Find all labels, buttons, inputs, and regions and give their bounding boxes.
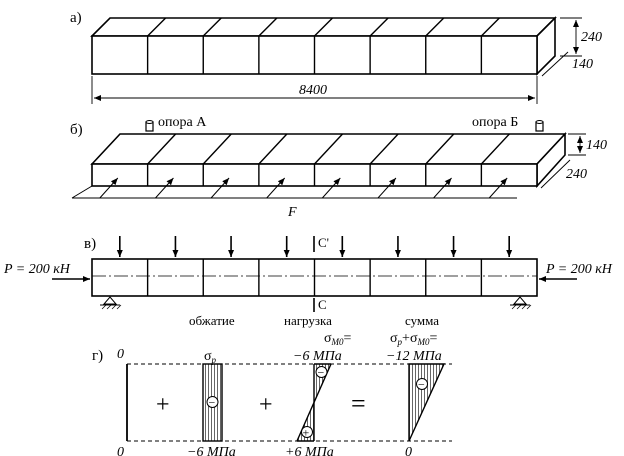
equals-sign: = [351,389,366,418]
panel-a-label: а) [70,10,82,26]
distributed-force-arrow [377,177,397,199]
block-joint-top [202,17,222,37]
beam-b-block-joints [146,133,510,186]
section-c-prime-label: C' [318,235,329,250]
block-joint-top [369,17,389,37]
dim-a-length-text: 8400 [299,83,327,98]
distributed-force-arrow [155,177,174,199]
support-right-icon [510,296,532,310]
zero-bottom-label: 0 [117,445,124,456]
dim-b-depth-text: 240 [566,167,587,182]
svg-text:+: + [303,426,310,440]
panel-b-label: б) [70,122,83,138]
bending-plus-mark [301,426,313,438]
sum-bottom-zero: 0 [405,445,412,456]
block-joint-top [314,17,333,37]
load-value: −6 МПа [293,349,342,364]
bending-minus-mark [315,366,328,378]
beam-a-block-joints [146,17,500,74]
force-f-label: F [287,205,297,220]
sum-minus-mark [416,378,428,390]
block-joint-top [258,133,288,165]
sigma-p-label: σp [204,349,217,365]
plus-sign-1: + [156,392,170,418]
panel-a: а) 240 140 8400 [70,10,602,104]
svg-text:−: − [209,396,216,410]
block-joint-top [480,17,500,37]
dim-a-depth-text: 140 [572,57,593,72]
tension-value: +6 МПа [285,445,334,456]
plus-sign-2: + [259,392,273,418]
sum-value: −12 МПа [386,349,442,364]
panel-b: б) опора А опора Б 140 240 F [70,115,607,220]
zero-top-label: 0 [117,347,124,362]
sum-stress-epure [408,363,446,442]
distributed-force-arrow [266,177,286,199]
support-a-label: опора А [158,115,207,130]
caption-sum: сумма [405,313,439,328]
block-joint-top [480,133,510,165]
dim-a-depth-line [541,51,569,77]
block-joint-top [147,133,177,165]
distributed-force-arrow [321,177,341,199]
block-joint-top [202,133,232,165]
panel-g: г) σM0= σp+σM0= σp −6 МПа −12 МПа 0 0 + … [92,331,452,456]
block-joint-top [147,17,167,37]
block-joint-top [425,133,455,165]
beam-v-load-arrows [116,236,513,257]
caption-compression: обжатие [189,313,235,328]
distributed-force-arrow [210,177,230,199]
section-c-label: C [318,297,327,312]
svg-text:−: − [418,378,425,392]
caption-load: нагрузка [284,313,332,328]
block-joint-top [258,17,278,37]
compression-minus-mark [206,396,219,408]
force-p-right-label: P = 200 кН [545,262,613,277]
panel-v-label: в) [84,236,96,252]
beam-v-block-joints [146,259,483,296]
dim-b-height-text: 140 [586,138,607,153]
distributed-force-arrow [433,177,452,199]
support-left-icon [100,296,122,310]
svg-text:−: − [318,366,325,380]
block-joint-top [313,133,344,165]
panel-v: в) C' C P = 200 кН P = 200 кН [3,235,613,328]
dim-a-height-text: 240 [581,30,602,45]
load-formula: σM0= [324,331,352,347]
block-joint-top [425,17,445,37]
distributed-force-arrow [488,177,508,199]
beam-b-force-arrows [71,177,517,199]
panel-g-label: г) [92,348,103,364]
support-b-label: опора Б [472,115,518,130]
block-joint-top [369,133,399,165]
distributed-force-arrow [99,177,119,199]
force-p-left-label: P = 200 кН [3,262,71,277]
dim-b-depth-line [540,159,571,189]
sum-formula: σp+σM0= [390,331,438,347]
compression-value: −6 МПа [187,445,236,456]
